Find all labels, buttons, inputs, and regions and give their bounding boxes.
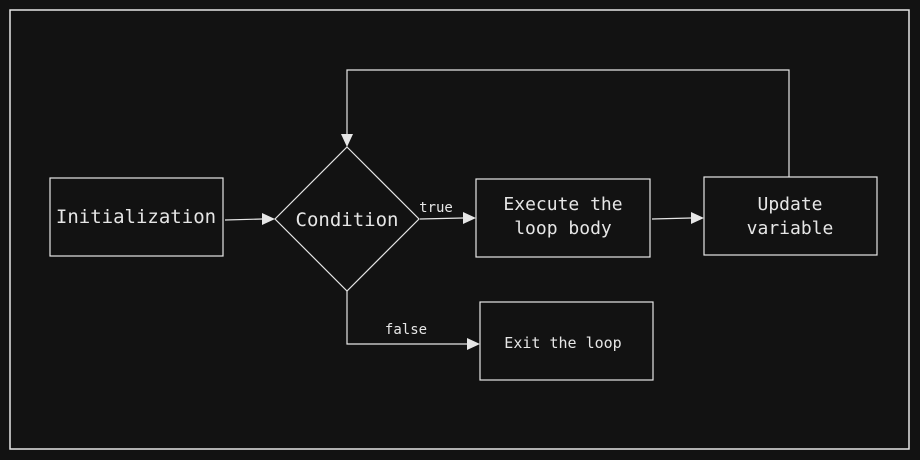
- condition-label: Condition: [296, 209, 399, 231]
- arrowhead-icon: [467, 338, 480, 350]
- execute-node: Execute the loop body: [475, 178, 651, 258]
- true-label: true: [419, 200, 453, 216]
- false-label: false: [385, 322, 427, 338]
- edge-update-to-condition: [341, 69, 790, 177]
- arrowhead-icon: [463, 212, 476, 224]
- exit-label: Exit the loop: [504, 334, 621, 352]
- condition-node: Condition: [274, 146, 420, 292]
- update-label-line1: Update: [757, 194, 822, 215]
- exit-node: Exit the loop: [479, 301, 654, 381]
- initialization-label: Initialization: [56, 206, 216, 228]
- exit-box: [479, 301, 654, 381]
- arrowhead-icon: [691, 212, 704, 224]
- arrowhead-icon: [341, 134, 353, 147]
- update-box: [703, 176, 878, 256]
- execute-label-line2: loop body: [514, 218, 612, 239]
- execute-label-line1: Execute the: [503, 194, 622, 215]
- update-label-line2: variable: [747, 218, 834, 239]
- diagram-frame: [9, 9, 910, 450]
- initialization-node: Initialization: [49, 177, 224, 257]
- edge-execute-to-update: [651, 212, 704, 224]
- arrowhead-icon: [262, 213, 275, 225]
- edge-condition-to-exit: false: [346, 291, 480, 350]
- edge-init-to-condition: [224, 213, 275, 225]
- initialization-box: [49, 177, 224, 257]
- update-node: Update variable: [703, 176, 878, 256]
- edge-condition-to-execute: true: [419, 200, 476, 224]
